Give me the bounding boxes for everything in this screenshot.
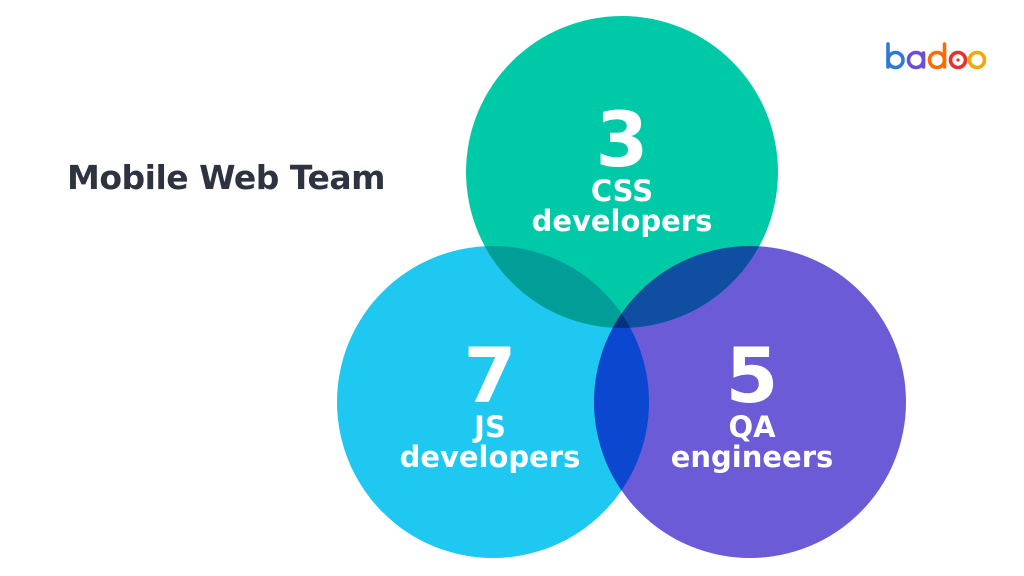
css-developers-circle — [466, 16, 778, 328]
css-developers-label: 3 CSS developers — [522, 95, 722, 238]
slide-title: Mobile Web Team — [67, 158, 386, 197]
css-developers-count: 3 — [595, 95, 649, 184]
qa-engineers-role-line2: engineers — [670, 440, 834, 474]
js-developers-label: 7 JS developers — [390, 331, 590, 474]
css-developers-role-line2: developers — [531, 204, 713, 238]
js-developers-count: 7 — [463, 331, 517, 420]
js-developers-role-line1: JS — [474, 410, 506, 444]
qa-engineers-circle — [594, 246, 906, 558]
qa-engineers-role-line1: QA — [728, 410, 776, 444]
js-developers-circle — [337, 246, 649, 558]
js-developers-role-line2: developers — [399, 440, 581, 474]
qa-engineers-label: 5 QA engineers — [652, 331, 852, 474]
qa-engineers-count: 5 — [725, 331, 779, 420]
badoo-logo — [886, 42, 987, 70]
css-developers-role-line1: CSS — [590, 174, 654, 208]
